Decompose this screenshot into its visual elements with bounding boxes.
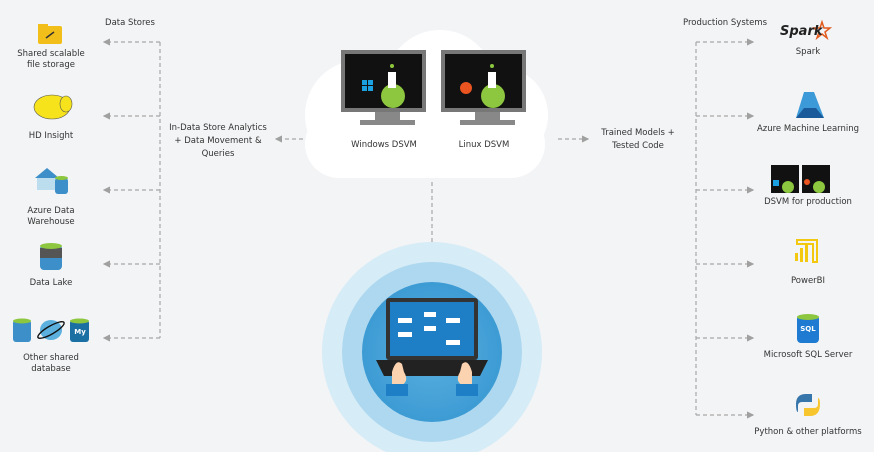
prod-label-dsvm: DSVM for production [764,197,852,207]
production-systems-heading: Production Systems [682,18,768,28]
store-label-hdinsight: HD Insight [28,131,74,141]
azure-ml-icon [796,92,824,118]
data-warehouse-icon [35,168,68,194]
store-label-data-warehouse: Azure Data Warehouse [27,206,75,227]
sql-server-icon [797,314,819,343]
prod-label-azure-ml: Azure Machine Learning [756,124,860,134]
database-icons [13,318,89,342]
prod-label-python: Python & other platforms [754,427,862,437]
prod-label-sql-server: Microsoft SQL Server [763,350,853,360]
dashed-connectors [102,38,755,419]
analytics-flow-label: In-Data Store Analytics + Data Movement … [169,123,267,159]
prod-label-spark: Spark [795,47,821,57]
hadoop-elephant-icon [33,94,73,120]
mysql-text: My [74,328,86,336]
store-label-file-storage: Shared scalable file storage [17,49,85,70]
user-laptop-illustration [322,242,542,452]
linux-dsvm-label: Linux DSVM [458,140,510,150]
data-lake-icon [40,243,62,270]
trained-models-label: Trained Models + Tested Code [601,128,675,151]
windows-dsvm-monitor [341,50,426,125]
store-label-data-lake: Data Lake [29,278,73,288]
windows-dsvm-label: Windows DSVM [351,140,417,150]
spark-icon [811,19,833,41]
powerbi-icon [795,239,818,263]
dsvm-icon [771,165,830,193]
prod-label-powerbi: PowerBI [790,276,826,286]
folder-icon [38,24,62,44]
data-stores-heading: Data Stores [105,18,155,28]
python-icon [796,394,820,416]
store-label-other-database: Other shared database [23,353,79,374]
sql-text: SQL [800,325,816,333]
linux-dsvm-monitor [441,50,526,125]
spark-logo: Spark [780,24,823,39]
